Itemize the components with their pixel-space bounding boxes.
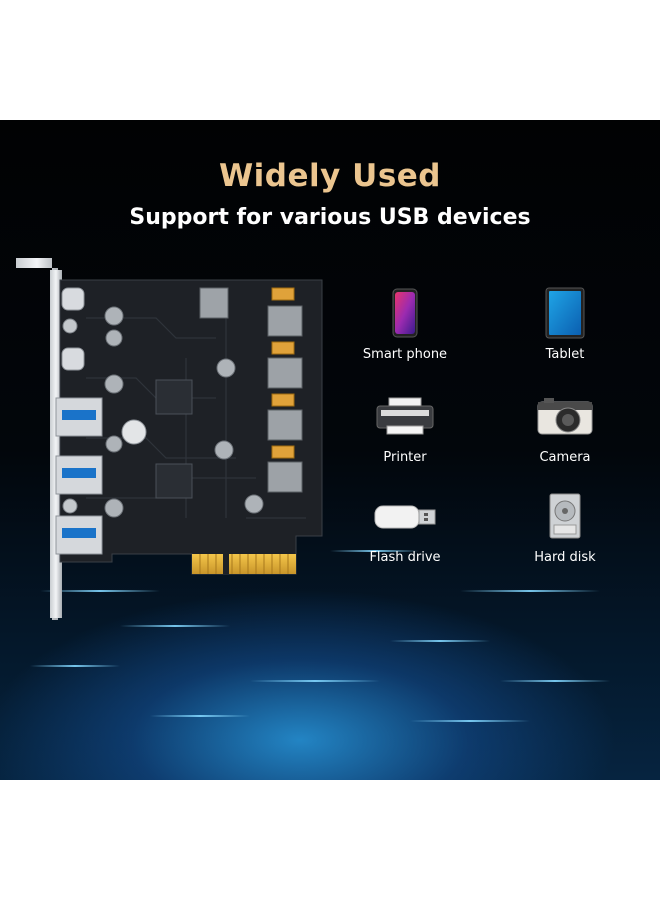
device-label: Printer — [383, 450, 427, 465]
light-streak — [390, 640, 490, 642]
light-streak — [250, 680, 380, 682]
device-label: Flash drive — [369, 550, 441, 565]
flash-drive-icon — [340, 488, 470, 544]
smartphone-icon — [340, 285, 470, 341]
product-banner: Widely Used Support for various USB devi… — [0, 120, 660, 780]
light-streak — [330, 550, 420, 552]
light-streak — [460, 590, 600, 592]
pcie-usb-card-image — [16, 258, 326, 623]
hard-disk-icon — [500, 488, 630, 544]
device-camera: Camera — [500, 388, 630, 465]
light-streak — [120, 625, 230, 627]
page-subtitle: Support for various USB devices — [129, 205, 531, 230]
device-flash-drive: Flash drive — [340, 488, 470, 565]
device-tablet: Tablet — [500, 285, 630, 362]
light-streak — [500, 680, 610, 682]
camera-icon — [500, 388, 630, 444]
device-label: Tablet — [545, 347, 585, 362]
device-label: Camera — [539, 450, 591, 465]
pcie-card-illustration — [16, 258, 323, 620]
device-hard-disk: Hard disk — [500, 488, 630, 565]
device-printer: Printer — [340, 388, 470, 465]
device-label: Hard disk — [534, 550, 596, 565]
device-smartphone: Smart phone — [340, 285, 470, 362]
device-label: Smart phone — [362, 347, 448, 362]
light-streak — [40, 590, 160, 592]
tablet-icon — [500, 285, 630, 341]
light-streak — [150, 715, 250, 717]
printer-icon — [340, 388, 470, 444]
page-title: Widely Used — [218, 158, 441, 194]
light-streak — [410, 720, 530, 722]
light-streak — [30, 665, 120, 667]
